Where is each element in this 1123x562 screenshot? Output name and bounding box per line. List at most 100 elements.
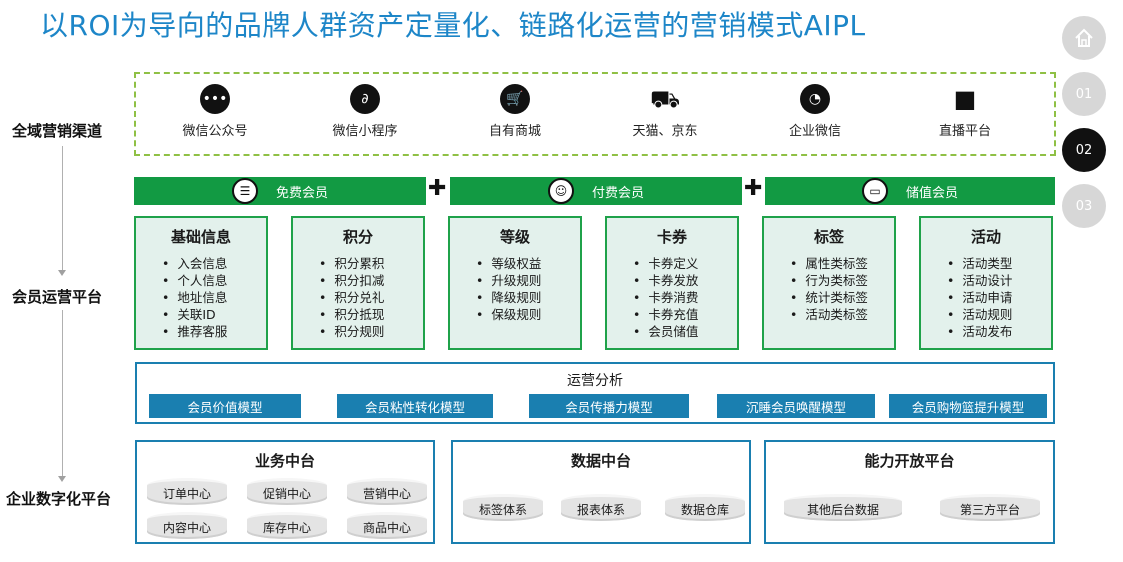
work-wechat-icon: ◔	[800, 84, 830, 114]
member-card-icon: ☰	[231, 178, 258, 204]
channel-label: 企业微信	[788, 124, 841, 139]
platform-title: 能力开放平台	[864, 452, 955, 470]
card-item: 升级规则	[476, 272, 580, 289]
row-label-enterprise: 企业数字化平台	[6, 490, 112, 508]
home-button[interactable]	[1062, 16, 1106, 60]
page-title: 以ROI为导向的品牌人群资产定量化、链路化运营的营销模式AIPL	[40, 9, 866, 42]
card-item: 活动类型	[947, 255, 1051, 272]
row-label-members: 会员运营平台	[12, 288, 103, 306]
model-button[interactable]: 沉睡会员唤醒模型	[717, 394, 875, 418]
card-item: 活动发布	[947, 323, 1051, 340]
card-coupons[interactable]: 卡券 卡券定义 卡券发放 卡券消费 卡券充值 会员储值	[605, 216, 739, 350]
nav-item-03[interactable]: 03	[1062, 184, 1106, 228]
card-item: 保级规则	[476, 306, 580, 323]
tier-stored-value[interactable]: ▭ 储值会员	[765, 177, 1055, 205]
platform-open-capabilities[interactable]: 能力开放平台 其他后台数据 第三方平台	[764, 440, 1055, 544]
channel-label: 天猫、京东	[632, 124, 698, 139]
card-title: 标签	[813, 228, 844, 246]
card-item: 积分抵现	[319, 306, 423, 323]
card-title: 活动	[970, 228, 1001, 246]
platform-title: 业务中台	[254, 452, 315, 470]
card-item: 活动申请	[947, 289, 1051, 306]
channel-label: 微信小程序	[332, 124, 398, 139]
card-item: 活动规则	[947, 306, 1051, 323]
cart-icon: 🛒	[500, 84, 530, 114]
channels-panel: ••• 微信公众号 ∂ 微信小程序 🛒 自有商城 ⛟ 天猫、京东 ◔ 企业微信 …	[134, 72, 1056, 156]
paid-member-icon: ☺	[547, 178, 574, 204]
card-points[interactable]: 积分 积分累积 积分扣减 积分兑礼 积分抵现 积分规则	[291, 216, 425, 350]
channel-work-wechat[interactable]: ◔ 企业微信	[760, 84, 870, 139]
tier-label: 储值会员	[905, 185, 958, 201]
card-item: 卡券发放	[633, 272, 737, 289]
platform-data[interactable]: 数据中台 标签体系 报表体系 数据仓库	[451, 440, 751, 544]
nav-item-01[interactable]: 01	[1062, 72, 1106, 116]
card-item: 积分兑礼	[319, 289, 423, 306]
card-level[interactable]: 等级 等级权益 升级规则 降级规则 保级规则	[448, 216, 582, 350]
platform-item[interactable]: 营销中心	[347, 478, 427, 505]
card-tags[interactable]: 标签 属性类标签 行为类标签 统计类标签 活动类标签	[762, 216, 896, 350]
mini-program-icon: ∂	[350, 84, 380, 114]
card-item: 行为类标签	[790, 272, 894, 289]
channel-live[interactable]: ■ 直播平台	[910, 84, 1020, 139]
card-activities[interactable]: 活动 活动类型 活动设计 活动申请 活动规则 活动发布	[919, 216, 1053, 350]
ops-analysis-panel: 运营分析 会员价值模型 会员粘性转化模型 会员传播力模型 沉睡会员唤醒模型 会员…	[135, 362, 1055, 424]
tier-label: 免费会员	[275, 185, 328, 201]
model-button[interactable]: 会员购物篮提升模型	[889, 394, 1047, 418]
connector-arrow-1	[58, 270, 66, 276]
connector-line-1	[62, 146, 63, 274]
shopping-cart-icon: ⛟	[650, 85, 681, 113]
tier-paid[interactable]: ☺ 付费会员	[450, 177, 742, 205]
channel-tmall-jd[interactable]: ⛟ 天猫、京东	[610, 84, 720, 139]
model-button[interactable]: 会员传播力模型	[529, 394, 689, 418]
card-item: 积分扣减	[319, 272, 423, 289]
card-item: 活动类标签	[790, 306, 894, 323]
plus-icon: ✚	[744, 176, 763, 201]
card-item: 入会信息	[162, 255, 266, 272]
card-item: 会员储值	[633, 323, 737, 340]
platform-item[interactable]: 其他后台数据	[784, 494, 902, 521]
stored-value-icon: ▭	[861, 178, 888, 204]
platform-item[interactable]: 报表体系	[561, 494, 641, 521]
channel-own-mall[interactable]: 🛒 自有商城	[460, 84, 570, 139]
platform-business[interactable]: 业务中台 订单中心 促销中心 营销中心 内容中心 库存中心 商品中心	[135, 440, 435, 544]
card-title: 卡券	[656, 228, 687, 246]
platform-item[interactable]: 促销中心	[247, 478, 327, 505]
platform-item[interactable]: 内容中心	[147, 512, 227, 539]
model-button[interactable]: 会员价值模型	[149, 394, 301, 418]
card-item: 积分累积	[319, 255, 423, 272]
card-item: 属性类标签	[790, 255, 894, 272]
live-camera-icon: ■	[953, 85, 977, 113]
nav-item-02[interactable]: 02	[1062, 128, 1106, 172]
model-button[interactable]: 会员粘性转化模型	[337, 394, 493, 418]
tier-free[interactable]: ☰ 免费会员	[134, 177, 426, 205]
card-item: 积分规则	[319, 323, 423, 340]
platform-title: 数据中台	[570, 452, 631, 470]
platform-item[interactable]: 订单中心	[147, 478, 227, 505]
card-item: 关联ID	[162, 306, 266, 323]
connector-line-2	[62, 310, 63, 478]
platform-item[interactable]: 标签体系	[463, 494, 543, 521]
platform-item[interactable]: 数据仓库	[665, 494, 745, 521]
platform-item[interactable]: 第三方平台	[940, 494, 1040, 521]
card-title: 积分	[342, 228, 373, 246]
channel-wechat[interactable]: ••• 微信公众号	[160, 84, 270, 139]
platform-item[interactable]: 商品中心	[347, 512, 427, 539]
card-basic-info[interactable]: 基础信息 入会信息 个人信息 地址信息 关联ID 推荐客服	[134, 216, 268, 350]
channel-mini-program[interactable]: ∂ 微信小程序	[310, 84, 420, 139]
row-label-channels: 全域营销渠道	[12, 122, 103, 140]
card-item: 等级权益	[476, 255, 580, 272]
card-item: 地址信息	[162, 289, 266, 306]
channel-label: 直播平台	[938, 124, 991, 139]
card-title: 等级	[499, 228, 530, 246]
card-item: 个人信息	[162, 272, 266, 289]
channel-label: 微信公众号	[182, 124, 248, 139]
tier-label: 付费会员	[591, 185, 644, 201]
connector-arrow-2	[58, 476, 66, 482]
card-item: 降级规则	[476, 289, 580, 306]
card-item: 卡券充值	[633, 306, 737, 323]
card-item: 卡券消费	[633, 289, 737, 306]
card-item: 推荐客服	[162, 323, 266, 340]
card-item: 活动设计	[947, 272, 1051, 289]
platform-item[interactable]: 库存中心	[247, 512, 327, 539]
card-item: 卡券定义	[633, 255, 737, 272]
